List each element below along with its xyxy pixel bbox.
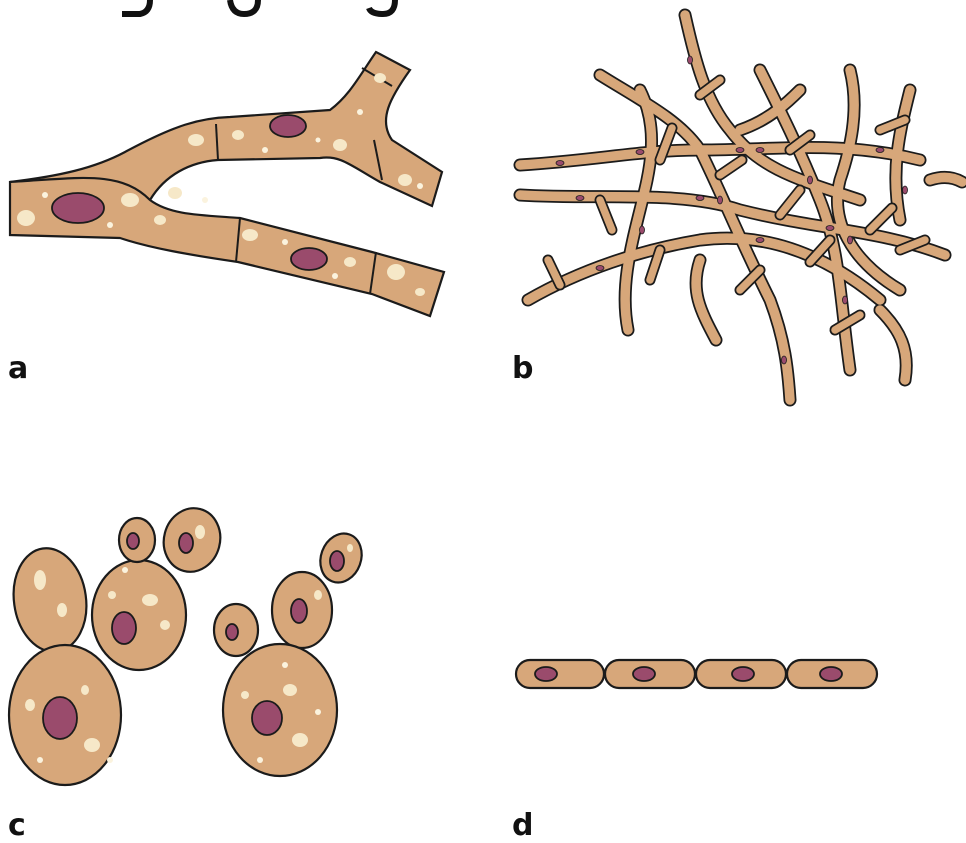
panel-d-cell-chain bbox=[516, 660, 877, 688]
chain-cell bbox=[516, 660, 604, 688]
nucleus bbox=[52, 193, 104, 223]
nucleus bbox=[270, 115, 306, 137]
yeast-cell bbox=[92, 560, 186, 670]
panel-a-septate-hypha bbox=[10, 52, 444, 316]
panel-label-a: a bbox=[8, 351, 28, 386]
panel-b-mycelium bbox=[520, 15, 962, 400]
yeast-bud bbox=[7, 543, 93, 656]
panel-label-c: c bbox=[8, 808, 26, 843]
panel-c-budding-yeast bbox=[7, 502, 368, 785]
cropped-title-fragment bbox=[122, 0, 395, 14]
panel-label-b: b bbox=[512, 351, 533, 386]
panel-label-d: d bbox=[512, 808, 533, 843]
nucleus bbox=[291, 248, 327, 270]
